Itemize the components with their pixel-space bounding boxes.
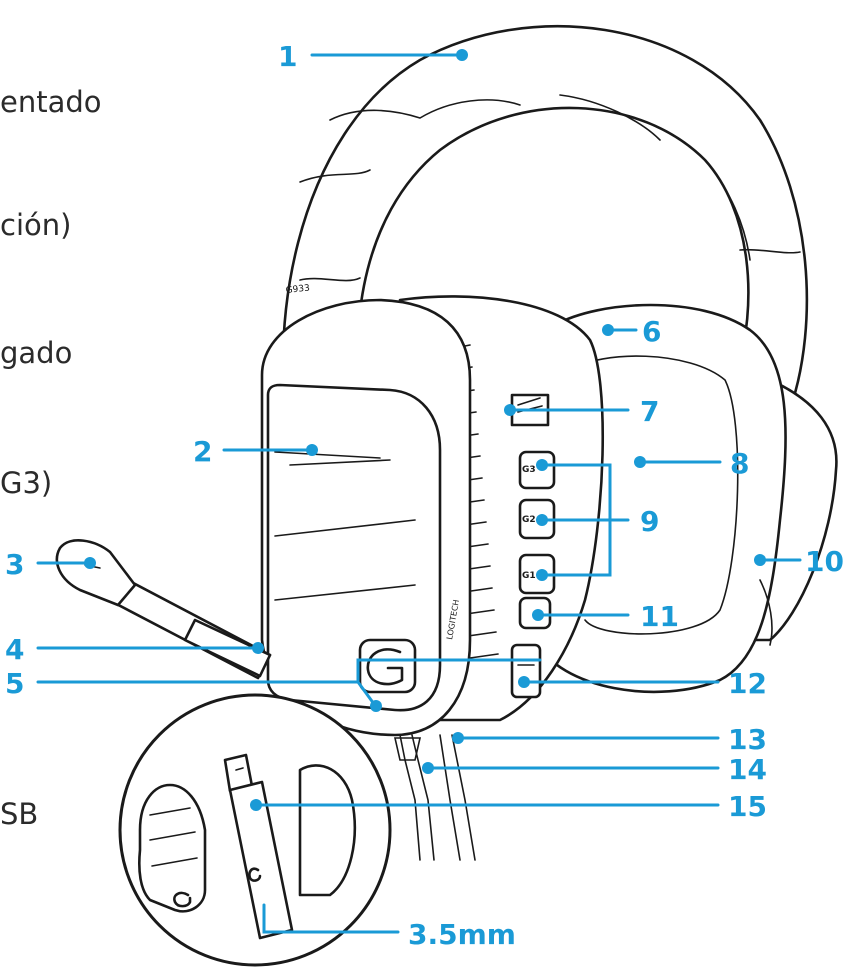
dot-3 bbox=[84, 557, 96, 569]
callout-8: 8 bbox=[730, 447, 749, 480]
g2-label: G2 bbox=[522, 515, 536, 525]
callout-15: 15 bbox=[728, 790, 767, 823]
dot-14 bbox=[422, 762, 434, 774]
dot-1 bbox=[456, 49, 468, 61]
callout-2: 2 bbox=[193, 435, 212, 468]
callout-12: 12 bbox=[728, 667, 767, 700]
callout-10: 10 bbox=[805, 545, 844, 578]
callout-5: 5 bbox=[5, 667, 24, 700]
dot-5 bbox=[370, 700, 382, 712]
dot-8 bbox=[634, 456, 646, 468]
dot-10 bbox=[754, 554, 766, 566]
callout-11: 11 bbox=[640, 600, 679, 633]
usb-inset bbox=[120, 695, 390, 965]
dot-12 bbox=[518, 676, 530, 688]
cables bbox=[395, 735, 475, 860]
callout-9: 9 bbox=[640, 505, 659, 538]
dot-7 bbox=[504, 404, 516, 416]
callout-6: 6 bbox=[642, 315, 661, 348]
dot-9c bbox=[536, 569, 548, 581]
callout-13: 13 bbox=[728, 723, 767, 756]
g1-label: G1 bbox=[522, 571, 536, 581]
callout-3: 3 bbox=[5, 548, 24, 581]
callout-14: 14 bbox=[728, 753, 767, 786]
dot-11 bbox=[532, 609, 544, 621]
g3-label: G3 bbox=[522, 465, 536, 475]
dot-13 bbox=[452, 732, 464, 744]
dot-9b bbox=[536, 514, 548, 526]
dot-6 bbox=[602, 324, 614, 336]
dot-15 bbox=[250, 799, 262, 811]
g-logo-icon bbox=[360, 640, 415, 692]
dot-2 bbox=[306, 444, 318, 456]
dot-9a bbox=[536, 459, 548, 471]
callout-35mm: 3.5mm bbox=[408, 918, 516, 951]
dot-4 bbox=[252, 642, 264, 654]
callout-4: 4 bbox=[5, 633, 24, 666]
callout-7: 7 bbox=[640, 395, 659, 428]
callout-1: 1 bbox=[278, 40, 297, 73]
